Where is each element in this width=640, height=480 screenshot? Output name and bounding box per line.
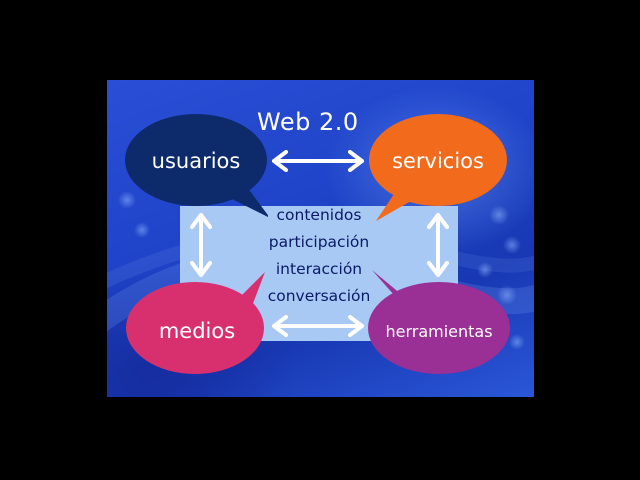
speech-bubble-shape [125,114,268,217]
arrow-medios-herramientas [272,315,364,337]
node-medios: medios [125,270,269,380]
web2-slide: contenidos participación interacción con… [107,80,534,397]
concept-contenidos: contenidos [276,206,362,224]
node-usuarios: usuarios [124,113,268,223]
speech-bubble-shape [368,270,510,374]
node-label: usuarios [151,149,241,173]
concept-participacion: participación [268,233,370,251]
speech-bubble-shape [126,272,265,374]
speech-bubble-shape [369,114,507,221]
node-label: servicios [392,149,484,173]
node-label: medios [158,319,236,343]
arrow-servicios-herramientas [427,213,449,277]
node-servicios: servicios [368,113,508,223]
concept-interaccion: interacción [275,260,363,278]
concept-conversacion: conversación [267,287,371,305]
diagram-title: Web 2.0 [257,108,359,136]
node-label: herramientas [385,321,493,341]
node-herramientas: herramientas [366,270,512,380]
arrow-usuarios-servicios [272,150,364,172]
arrow-usuarios-medios [190,213,212,277]
